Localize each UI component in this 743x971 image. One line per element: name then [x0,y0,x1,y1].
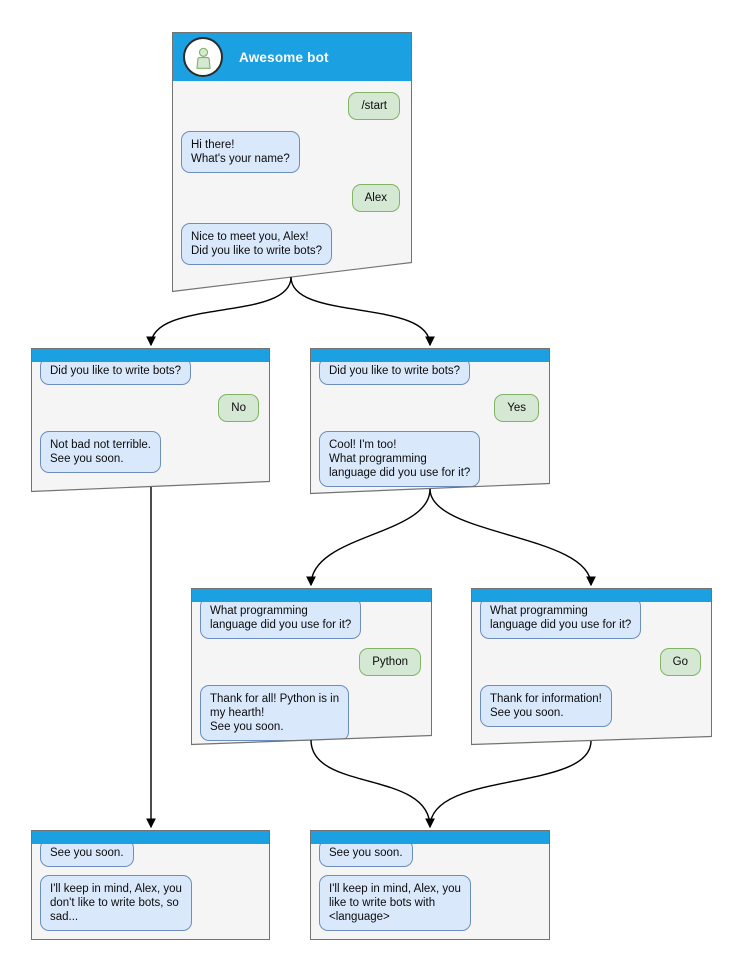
bot-message-bubble: Hi there! What's your name? [181,131,300,174]
chat-window-branch-no: Did you like to write bots? No Not bad n… [31,348,270,492]
window-header-bar [311,349,549,362]
chat-window-branch-yes: Did you like to write bots? Yes Cool! I'… [310,348,550,494]
bot-message-bubble: Thank for information! See you soon. [480,685,612,728]
user-message-bubble: No [218,394,259,423]
bot-message-bubble: Cool! I'm too! What programming language… [319,431,481,488]
chat-window-header: Awesome bot [173,33,411,81]
person-icon [195,47,211,69]
user-message-bubble: Go [659,648,701,677]
user-message-bubble: Python [359,648,421,677]
chat-messages: /start Hi there! What's your name? Alex … [173,81,411,266]
chat-messages: Did you like to write bots? Yes Cool! I'… [311,357,549,488]
bot-message-bubble: I'll keep in mind, Alex, you like to wri… [319,875,471,932]
user-message-bubble: Yes [494,394,539,423]
connector-go-to-end [429,740,592,828]
chat-messages: What programming language did you use fo… [472,597,711,728]
bot-name-title: Awesome bot [239,49,329,65]
bot-message-bubble: I'll keep in mind, Alex, you don't like … [40,875,192,932]
chat-window-end-yes: See you soon. I'll keep in mind, Alex, y… [310,830,550,940]
chat-window-main: Awesome bot /start Hi there! What's your… [172,32,412,292]
connector-yes-to-python [306,488,431,587]
window-header-bar [192,589,431,602]
user-message-bubble: /start [348,92,400,121]
chat-window-branch-python: What programming language did you use fo… [191,588,432,745]
bot-message-bubble: What programming language did you use fo… [200,597,362,640]
chat-messages: See you soon. I'll keep in mind, Alex, y… [311,839,549,932]
connector-yes-to-go [429,488,596,587]
connector-root-to-yes [290,276,435,347]
bot-avatar [183,37,223,77]
user-message-bubble: Alex [351,184,400,213]
bot-message-bubble: Nice to meet you, Alex! Did you like to … [181,223,333,266]
chat-messages: Did you like to write bots? No Not bad n… [32,357,269,474]
window-header-bar [472,589,711,602]
window-header-bar [32,831,269,844]
chat-window-branch-go: What programming language did you use fo… [471,588,712,745]
connector-python-to-end [310,739,435,829]
window-header-bar [32,349,269,362]
bot-message-bubble: Not bad not terrible. See you soon. [40,431,162,474]
chat-messages: What programming language did you use fo… [192,597,431,742]
window-header-bar [311,831,549,844]
chat-messages: See you soon. I'll keep in mind, Alex, y… [32,839,269,932]
bot-message-bubble: Thank for all! Python is in my hearth! S… [200,685,350,742]
chat-window-end-no: See you soon. I'll keep in mind, Alex, y… [31,830,270,940]
bot-message-bubble: What programming language did you use fo… [480,597,642,640]
